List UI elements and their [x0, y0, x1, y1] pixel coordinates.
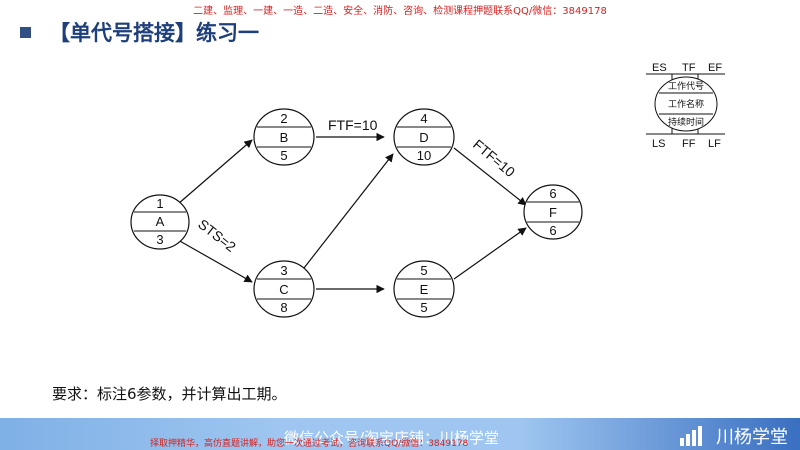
edge-label-b-d: FTF=10: [328, 117, 378, 133]
legend-lf: LF: [708, 138, 721, 150]
brand-logo-icon: [680, 426, 710, 446]
title-bar: 【单代号搭接】练习一: [20, 20, 259, 45]
node-1: 1 A 3: [130, 194, 190, 250]
node-3-name: C: [279, 282, 288, 297]
legend-duration: 持续时间: [668, 116, 704, 128]
node-5-duration: 5: [420, 300, 427, 315]
edge-label-d-f: FTF=10: [470, 136, 518, 180]
node-5-name: E: [420, 282, 429, 297]
legend: ES TF EF 工作代号 工作名称 持续时间 LS FF LF: [646, 62, 725, 150]
node-5: 5 E 5: [393, 260, 455, 318]
node-4-name: D: [419, 130, 428, 145]
node-2: 2 B 5: [253, 108, 315, 166]
brand-name: 川杨学堂: [716, 427, 788, 448]
edge-a-b: [177, 139, 253, 205]
legend-es: ES: [652, 62, 667, 74]
node-1-name: A: [156, 214, 165, 229]
footer-note: 择取押精华，高仿直题讲解，助您一次通过考试，咨询联系QQ/微信：3849178: [150, 439, 469, 449]
edge-e-f: [453, 227, 527, 280]
requirement-text: 要求：标注6参数，并计算出工期。: [52, 385, 287, 403]
node-3: 3 C 8: [253, 260, 315, 318]
node-4: 4 D 10: [393, 108, 455, 166]
node-4-id: 4: [420, 111, 427, 126]
node-6-duration: 6: [549, 223, 556, 238]
node-3-id: 3: [280, 263, 287, 278]
legend-ff: FF: [682, 138, 696, 150]
page-title: 【单代号搭接】练习一: [49, 21, 259, 45]
node-2-duration: 5: [280, 148, 287, 163]
legend-tf: TF: [682, 62, 696, 74]
edge-d-f: [453, 147, 527, 206]
legend-code: 工作代号: [668, 80, 704, 92]
footer-bar: 微信公众号/淘宝店铺：川杨学堂 择取押精华，高仿直题讲解，助您一次通过考试，咨询…: [0, 418, 800, 450]
legend-name: 工作名称: [668, 98, 704, 110]
edge-a-c: [177, 239, 253, 283]
node-1-id: 1: [156, 196, 163, 211]
edge-label-a-c: STS=2: [195, 216, 239, 255]
footer-text: 微信公众号/淘宝店铺：川杨学堂: [284, 429, 500, 447]
node-1-duration: 3: [156, 232, 163, 247]
legend-ef: EF: [708, 62, 722, 74]
node-2-id: 2: [280, 111, 287, 126]
node-3-duration: 8: [280, 300, 287, 315]
legend-ls: LS: [652, 138, 665, 150]
node-2-name: B: [280, 130, 289, 145]
node-6: 6 F 6: [523, 184, 583, 240]
node-6-id: 6: [549, 186, 556, 201]
node-5-id: 5: [420, 263, 427, 278]
node-4-duration: 10: [417, 148, 431, 163]
title-bullet-icon: [20, 26, 31, 38]
edge-c-d: [303, 153, 394, 269]
top-banner: 二建、监理、一建、一造、二造、安全、消防、咨询、检测课程押题联系QQ/微信：38…: [193, 6, 607, 17]
brand: 川杨学堂: [680, 423, 788, 449]
node-6-name: F: [549, 205, 557, 220]
